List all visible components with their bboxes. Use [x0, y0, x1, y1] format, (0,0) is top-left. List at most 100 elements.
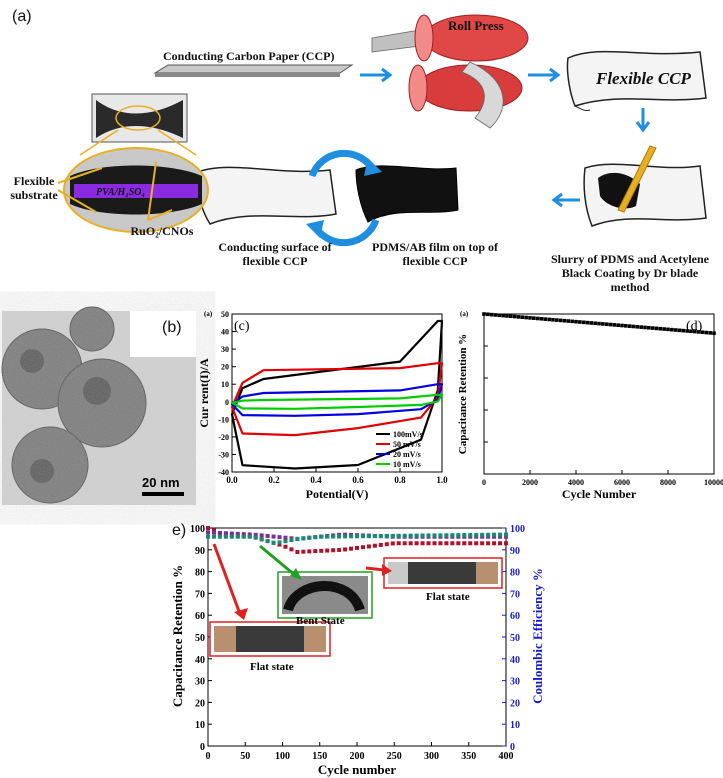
retention-point — [700, 330, 705, 335]
cv-xlabel: Potential(V) — [306, 487, 369, 501]
retention-small-letter: (a) — [460, 310, 469, 318]
flex-ytick-right-label: 0 — [510, 742, 515, 753]
pdms-label: PDMS/AB film on top of flexible CCP — [360, 240, 510, 268]
flex-point — [504, 541, 508, 546]
flex-point — [492, 534, 497, 539]
slurry-line-1: Slurry of PDMS and Acetylene — [551, 252, 709, 266]
tem-texture — [1, 306, 196, 505]
ccp-label: Conducting Carbon Paper (CCP) — [163, 49, 334, 63]
retention-point — [693, 329, 697, 334]
scale-bar-label: 20 nm — [142, 475, 180, 490]
flexible-ccp-ribbon — [566, 50, 707, 111]
device-photo — [91, 93, 188, 143]
flex-point — [211, 534, 216, 539]
flex-point — [480, 541, 485, 546]
retention-point — [601, 322, 605, 326]
flex-point — [331, 534, 336, 539]
flex-point — [319, 534, 324, 539]
cv-ytick-label: 0 — [225, 398, 229, 407]
retention-point — [566, 319, 571, 323]
cv-curve-100mVs — [230, 319, 444, 470]
flex-point — [372, 534, 377, 539]
retention-point — [512, 314, 517, 319]
device-cross-section — [57, 129, 209, 233]
flex-point — [420, 541, 425, 546]
flex-point — [271, 534, 276, 539]
retention-xtick-label: 0 — [482, 478, 486, 487]
roll-press-label: Roll Press — [448, 18, 504, 33]
flex-point — [289, 547, 294, 552]
flexible-ccp-label: Flexible CCP — [595, 69, 692, 88]
flex-point — [206, 534, 210, 539]
flex-point — [390, 541, 395, 546]
retention-point — [689, 329, 693, 334]
flex-point — [343, 547, 348, 552]
flat-state-label-1: Flat state — [250, 661, 294, 673]
pdms-line-2: flexible CCP — [402, 254, 468, 268]
flex-point — [426, 541, 431, 546]
cv-ytick-label: 10 — [221, 380, 229, 389]
retention-point — [604, 322, 609, 327]
flex-ytick-right-label: 100 — [510, 524, 525, 535]
cv-ylabel: Cur rent(I)/A — [197, 358, 211, 428]
flex-point — [456, 533, 461, 538]
retention-point — [535, 316, 540, 321]
flex-point — [206, 526, 210, 530]
cv-curve-20mVs — [230, 383, 444, 417]
retention-point — [555, 318, 559, 322]
flex-point — [241, 532, 246, 537]
flex-ytick-right-label: 40 — [510, 655, 520, 666]
pdms-film — [355, 165, 459, 223]
inset-arrows — [212, 543, 385, 615]
retention-point — [650, 326, 655, 330]
cv-legend-label: 20 mV/s — [393, 450, 421, 459]
flex-point — [355, 545, 359, 550]
flex-point — [331, 548, 336, 553]
flex-ytick-right-label: 30 — [510, 677, 520, 688]
retention-point — [578, 320, 582, 324]
flex-point — [480, 532, 485, 537]
flex-point — [468, 541, 473, 546]
retention-point — [551, 317, 555, 322]
flex-xtick-label: 400 — [499, 751, 514, 762]
flex-ytick-right-label: 90 — [510, 546, 520, 557]
flex-point — [313, 535, 318, 540]
cv-xtick-label: 0.6 — [352, 475, 364, 485]
cv-ytick-label: 30 — [221, 345, 229, 354]
flex-point — [390, 533, 395, 538]
flow-arrows — [360, 67, 651, 208]
flex-point — [259, 537, 264, 542]
retention-point — [712, 331, 716, 335]
flex-point — [498, 532, 503, 537]
flex-point — [360, 545, 365, 550]
flex-ytick-left-label: 60 — [195, 611, 205, 622]
flex-xtick-label: 50 — [240, 751, 250, 762]
flex-ytick-left-label: 100 — [190, 524, 205, 535]
flex-point — [444, 533, 449, 538]
retention-point — [624, 324, 628, 328]
retention-xtick-label: 10000 — [704, 478, 723, 487]
flex-ylabel-right: Coulombic Efficiency % — [530, 568, 545, 704]
flex-point — [235, 531, 240, 536]
cv-xtick-label: 0.8 — [394, 475, 406, 485]
retention-point — [662, 327, 666, 331]
flex-point — [414, 533, 419, 538]
flex-ytick-left-label: 10 — [195, 720, 205, 731]
flex-point — [396, 533, 401, 538]
flex-point — [229, 534, 234, 539]
retention-point — [631, 324, 636, 329]
conducting-line-1: Conducting surface of — [218, 240, 332, 254]
cv-curve-50mVs — [230, 362, 444, 437]
flat-state-photo-2 — [383, 557, 503, 589]
flex-point — [313, 549, 318, 554]
flex-point — [206, 530, 210, 535]
flex-point — [486, 541, 491, 546]
retention-point — [516, 315, 521, 319]
flexible-substrate-label: Flexible substrate — [4, 174, 64, 202]
flex-point — [253, 535, 258, 540]
retention-point — [489, 312, 494, 317]
retention-xtick-label: 2000 — [522, 478, 538, 487]
flex-point — [277, 542, 282, 547]
flex-point — [211, 530, 216, 535]
panel-e-letter: e) — [172, 522, 187, 539]
